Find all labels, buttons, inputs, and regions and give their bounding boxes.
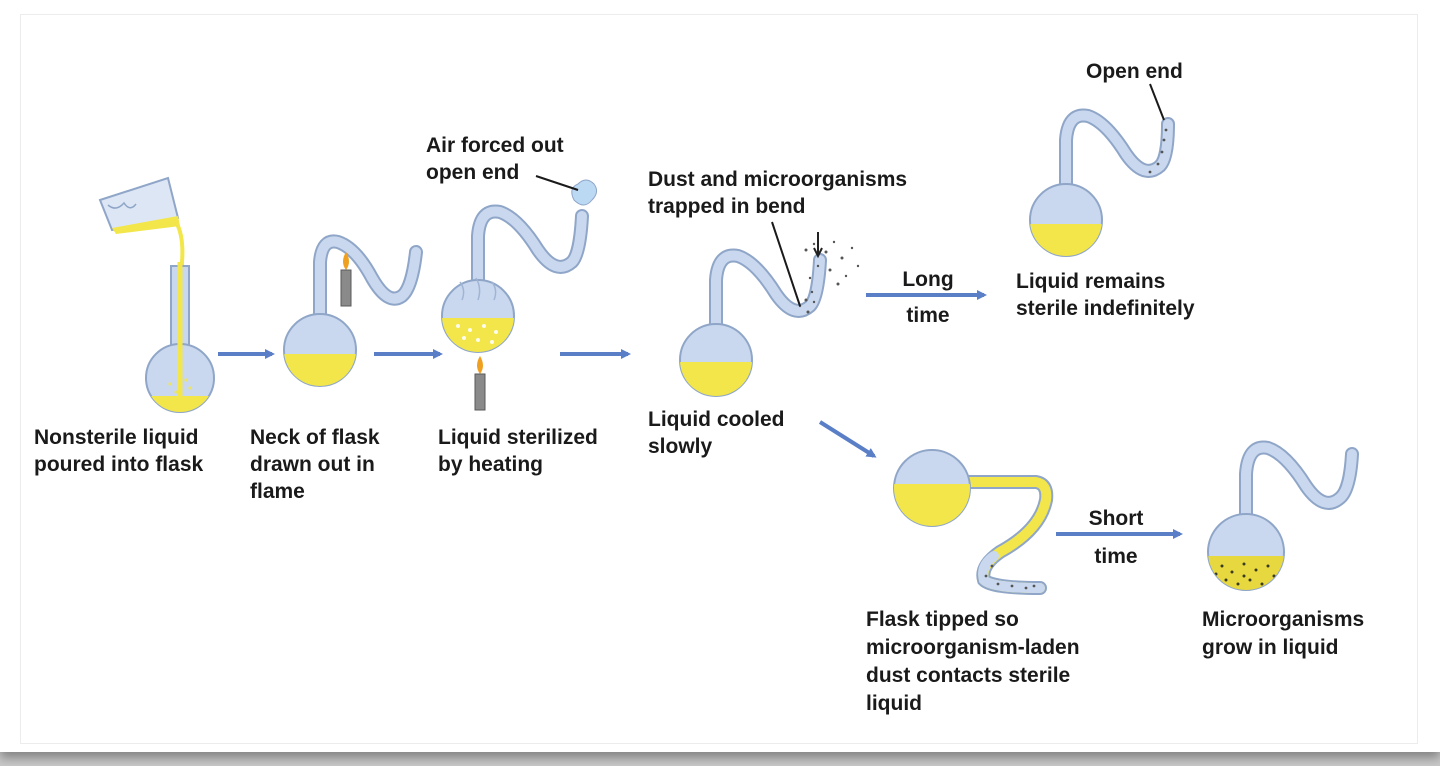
burner-1 bbox=[340, 252, 352, 307]
flask-7-growth bbox=[1207, 440, 1359, 591]
label-microorganisms-grow: Microorganisms grow in liquid bbox=[1202, 608, 1365, 659]
burner-2 bbox=[474, 356, 486, 411]
beaker bbox=[98, 176, 180, 234]
label-remains-sterile: Liquid remains sterile indefinitely bbox=[1016, 270, 1195, 320]
label-nonsterile-liquid: Nonsterile liquid poured into flask bbox=[34, 426, 204, 476]
label-neck-drawn: Neck of flask drawn out in flame bbox=[250, 426, 380, 503]
label-short-time: Short time bbox=[1088, 507, 1144, 568]
arrow-tipped bbox=[818, 420, 877, 458]
flask-1-pouring bbox=[98, 176, 215, 413]
flask-4-cooled bbox=[679, 232, 860, 397]
label-liquid-cooled: Liquid cooled slowly bbox=[648, 408, 785, 458]
label-air-forced-out: Air forced out open end bbox=[426, 134, 564, 184]
pour-stream bbox=[174, 221, 185, 400]
label-flask-tipped: Flask tipped so microorganism-laden dust… bbox=[866, 608, 1080, 715]
figure-border bbox=[20, 14, 1418, 744]
label-open-end: Open end bbox=[1086, 60, 1183, 83]
leader-dust-trapped bbox=[771, 221, 801, 307]
leader-open-end bbox=[1149, 83, 1165, 121]
dust-particles bbox=[798, 240, 860, 314]
vapor-puff bbox=[571, 179, 598, 206]
flask-3-heating bbox=[441, 179, 598, 411]
flask-6-tipped bbox=[893, 449, 1054, 595]
label-long-time: Long time bbox=[902, 268, 954, 327]
flask-5-sterile bbox=[1029, 108, 1175, 257]
label-dust-trapped: Dust and microorganisms trapped in bend bbox=[648, 168, 908, 218]
flask-2-neck-drawn bbox=[283, 234, 423, 387]
leader-air-forced bbox=[535, 175, 579, 191]
label-liquid-sterilized: Liquid sterilized by heating bbox=[438, 426, 598, 476]
